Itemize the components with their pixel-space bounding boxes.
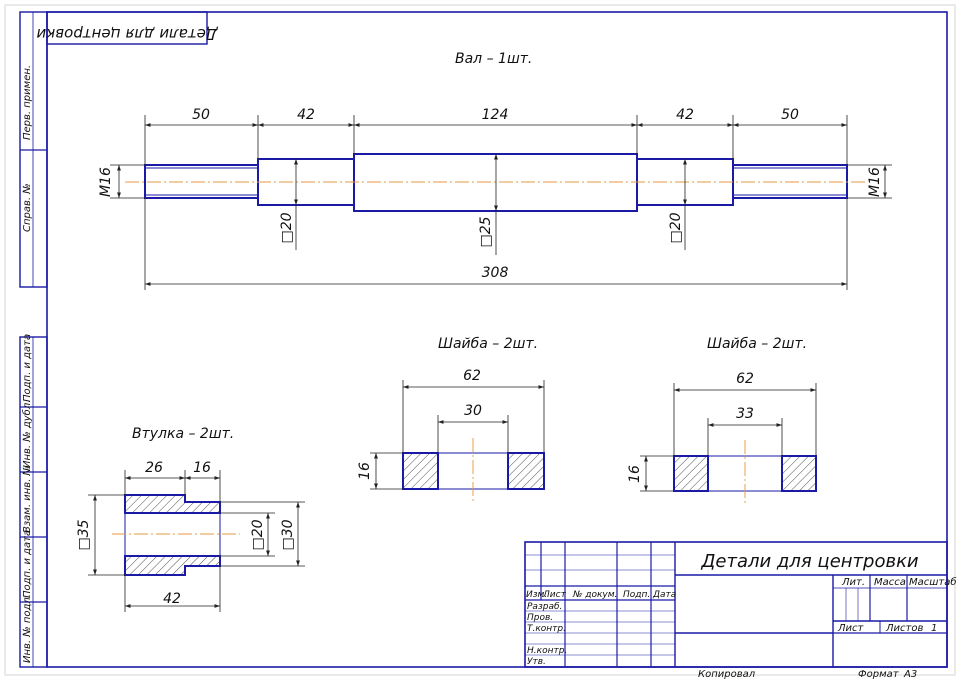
washer2-body [673,455,817,492]
bushing-dim-left: □35 [76,519,92,550]
bushing-title: Втулка – 2шт. [132,426,234,442]
washer2-dim-overall: 62 [736,371,754,387]
tb-sheet: Лист [837,623,865,634]
washer1-dim-lines [370,380,545,490]
washer1-body [402,452,545,490]
shaft-extension-lines [144,115,848,290]
washer2-dim-lines [640,383,817,492]
washer1-dim-overall: 62 [463,368,481,384]
shaft-title: Вал – 1шт. [455,51,532,67]
shaft-dim-seg-3: 42 [676,107,694,123]
tb-header-list: Лист [542,590,567,600]
tb-format-value: А3 [903,669,917,680]
bushing-dim-top-2: 16 [193,460,211,476]
tb-header-date: Дата [652,590,676,600]
tb-role-4: Утв. [527,657,546,667]
tb-mass: Масса [874,577,906,588]
shaft-dim-seg-2: 124 [482,107,509,123]
side-label-6: Инв. № подл. [22,594,33,663]
tb-role-0: Разраб. [527,602,562,612]
side-strip [19,11,48,668]
shaft-dim-lines [110,123,892,286]
bushing-dim-top-1: 26 [145,460,163,476]
washer2-dim-inner: 33 [736,406,754,422]
shaft-square-right: □20 [668,212,684,243]
tb-format: Формат [858,669,900,680]
washer1-dim-inner: 30 [464,403,482,419]
side-label-0: Перв. примен. [22,65,33,140]
washer1-dim-thickness: 16 [357,462,373,480]
shaft-square-left: □20 [279,212,295,243]
side-label-2: Подп. и дата [22,334,33,402]
tb-header-izm: Изм. [526,590,547,600]
shaft-thread-left: М16 [98,167,114,197]
top-label-box [46,11,208,45]
outer-border [4,4,956,676]
title-block [524,541,948,668]
bushing-body [124,494,221,576]
washer1-title: Шайба – 2шт. [438,336,538,352]
shaft-dim-seg-4: 50 [781,107,799,123]
shaft-dim-seg-1: 42 [297,107,315,123]
shaft-dim-overall: 308 [482,265,509,281]
tb-lit: Лит. [841,577,865,588]
washer2-dim-thickness: 16 [627,465,643,483]
tb-role-3: Н.контр. [527,646,567,656]
tb-scale: Масштаб [909,576,957,588]
tb-sheets-count: 1 [931,623,937,634]
shaft-thread-right: М16 [867,167,883,197]
title-block-name: Детали для центровки [700,551,919,572]
tb-sheets: Листов [885,623,923,634]
side-label-5: Подп. и дата [22,530,33,598]
shaft-dim-seg-0: 50 [192,107,210,123]
tb-role-1: Пров. [527,613,553,623]
side-label-4: Взам. инв. № [22,465,33,533]
bushing-dim-lines [88,470,305,612]
tb-role-2: Т.контр. [527,624,566,634]
shaft-square-mid: □25 [478,216,494,247]
tb-header-sign: Подп. [623,590,650,600]
side-label-1: Справ. № [22,183,33,232]
bushing-dim-inner: □20 [250,519,266,550]
top-label: Детали для центровки [36,25,218,43]
tb-copied: Копировал [698,669,756,680]
bushing-dim-outer: □30 [280,519,296,550]
side-label-3: Инв. № дубл. [21,400,33,468]
tb-header-doc: № докум. [572,590,617,600]
washer2-title: Шайба – 2шт. [707,336,807,352]
bushing-dim-bottom: 42 [163,591,181,607]
